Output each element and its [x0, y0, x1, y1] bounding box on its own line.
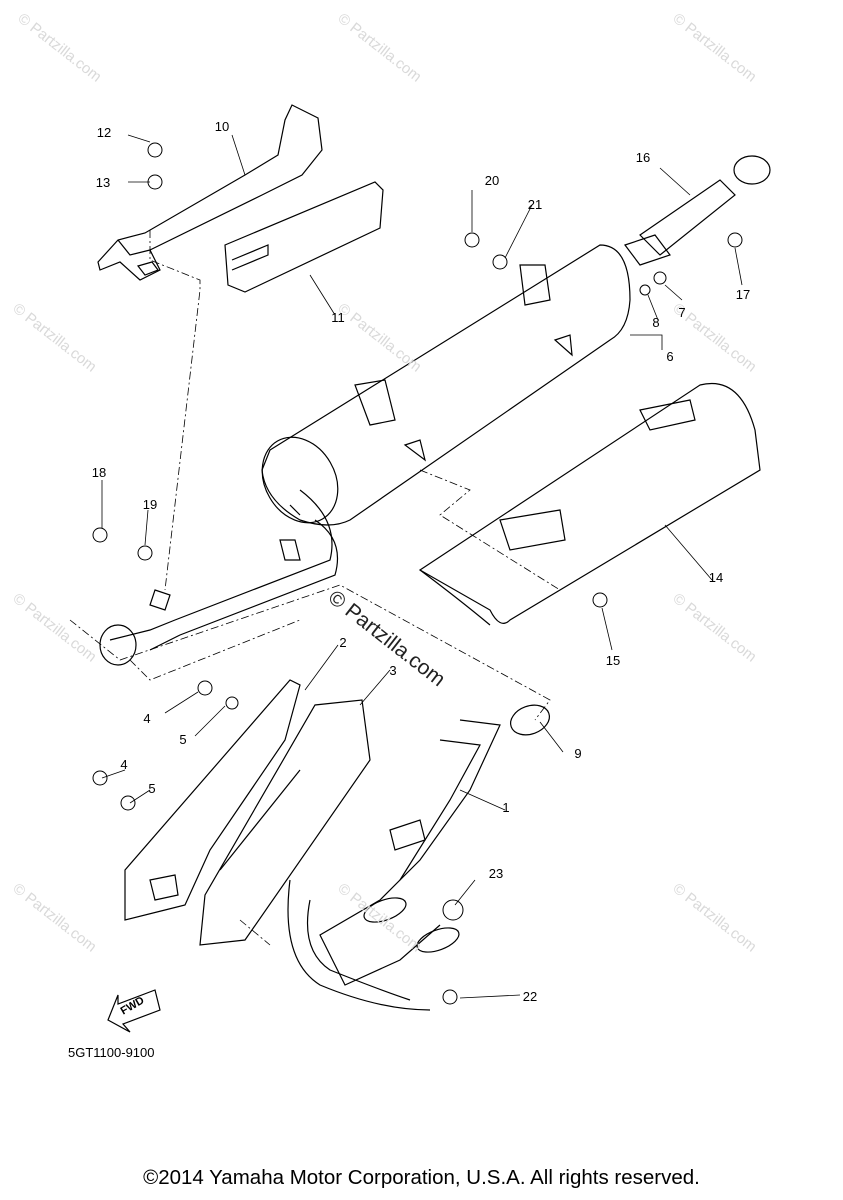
callout-21: 21	[527, 197, 543, 212]
callout-15: 15	[605, 653, 621, 668]
connector-pipe	[99, 489, 339, 666]
protector-2	[124, 679, 301, 921]
callout-5b: 5	[148, 781, 156, 796]
copyright-notice: ©2014 Yamaha Motor Corporation, U.S.A. A…	[143, 1166, 700, 1189]
callout-13: 13	[95, 175, 111, 190]
callout-9: 9	[574, 746, 582, 761]
callout-19: 19	[142, 497, 158, 512]
callout-3: 3	[389, 663, 397, 678]
callout-23: 23	[488, 866, 504, 881]
gasket-9	[510, 704, 550, 736]
callout-20: 20	[484, 173, 500, 188]
bracket-10	[97, 104, 323, 281]
callout-18: 18	[91, 465, 107, 480]
plate-11	[224, 181, 384, 293]
heat-shield-14	[418, 383, 761, 626]
callout-4b: 4	[120, 757, 128, 772]
callout-11: 11	[331, 310, 345, 325]
callout-8: 8	[652, 315, 660, 330]
callout-5a: 5	[179, 732, 187, 747]
diagram-part-number: 5GT1100-9100	[68, 1045, 155, 1060]
callout-6: 6	[666, 349, 674, 364]
muffler	[261, 244, 631, 526]
callout-4a: 4	[143, 711, 151, 726]
hardware	[92, 142, 743, 1005]
callout-22: 22	[522, 989, 538, 1004]
callout-2: 2	[339, 635, 347, 650]
callout-7: 7	[678, 305, 686, 320]
fwd-arrow-icon	[107, 989, 161, 1033]
callout-10: 10	[214, 119, 230, 134]
exhaust-pipe-1	[287, 719, 501, 1011]
alignment-lines	[69, 230, 561, 946]
callout-16: 16	[635, 150, 651, 165]
callout-14: 14	[708, 570, 724, 585]
callout-12: 12	[96, 125, 112, 140]
protector-3	[199, 699, 371, 946]
tail-pipe-16	[624, 155, 771, 266]
callout-17: 17	[735, 287, 751, 302]
callout-1: 1	[502, 800, 510, 815]
leader-lines	[101, 134, 743, 999]
